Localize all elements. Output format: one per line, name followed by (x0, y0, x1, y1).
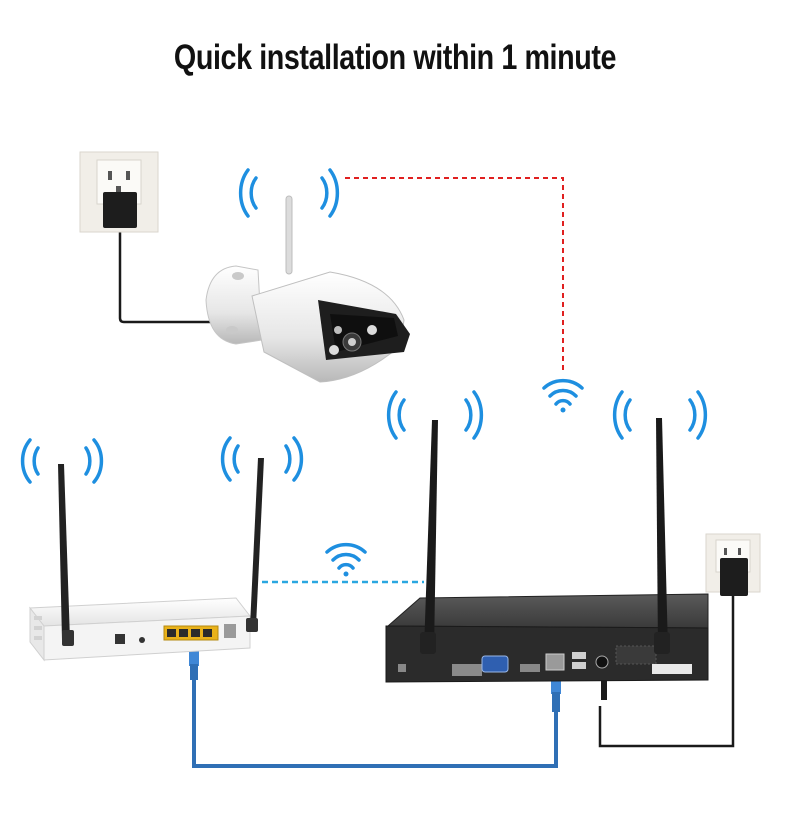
wifi-signal-icon (20, 168, 708, 484)
power-outlet-icon (79, 151, 159, 233)
ethernet-plug-router (189, 648, 199, 680)
wifi-signal-icon (325, 542, 367, 577)
nvr-recorder-icon (385, 418, 709, 700)
bullet-camera-icon (205, 195, 410, 383)
ethernet-plug-nvr (551, 676, 561, 712)
router-icon (29, 458, 264, 662)
wifi-signal-icon (542, 378, 584, 413)
ethernet-cable (192, 680, 558, 768)
power-outlet-icon (705, 533, 761, 596)
page-title: Quick installation within 1 minute (173, 38, 617, 77)
camera-power-cord (118, 222, 210, 324)
nvr-power-cord (598, 596, 735, 748)
wireless-link-camera-nvr (345, 177, 564, 372)
